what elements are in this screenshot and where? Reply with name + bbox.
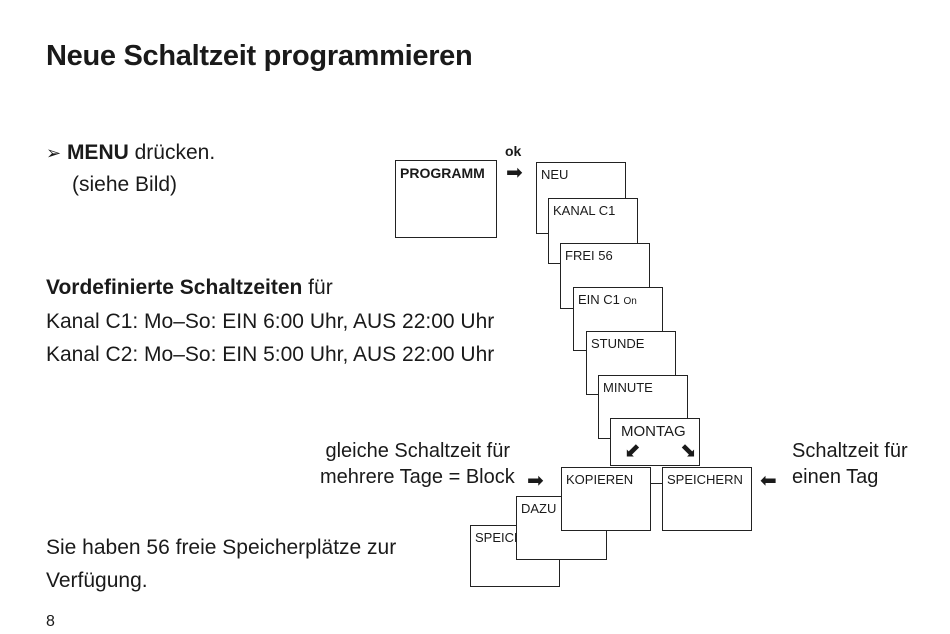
memory-line-1: Sie haben 56 freie Speicherplätze zur [46,536,397,559]
box-montag-label: MONTAG [621,423,686,440]
menu-key-label: MENU [66,141,129,164]
step-line: ➢ MENU drücken. [46,137,215,169]
box-speichern-right: SPEICHERN [662,467,752,531]
arrow-down-left-icon: ⬋ [624,440,641,462]
box-kanal-label: KANAL C1 [553,203,616,218]
box-minute: MINUTE [598,375,688,439]
step-text: drücken. [128,141,216,164]
arrow-down-right-icon: ⬊ [680,440,697,462]
box-kopieren: KOPIEREN [561,467,651,531]
box-speichern-right-label: SPEICHERN [667,472,743,487]
box-programm: PROGRAMM [395,160,497,238]
arrow-right-icon: ➡ [506,162,523,184]
left-note-line-2: mehrere Tage = Block [320,466,515,488]
box-ein-label: EIN C1 [578,292,620,307]
box-frei-label: FREI 56 [565,248,613,263]
ok-label: ok [505,143,522,159]
arrow-right-icon: ➡ [527,470,544,492]
right-note-line-1: Schaltzeit für [792,440,908,462]
box-stunde-label: STUNDE [591,336,645,351]
predefined-line-c1: Kanal C1: Mo–So: EIN 6:00 Uhr, AUS 22:00… [46,310,495,333]
predefined-heading: Vordefinierte Schaltzeiten für [46,272,333,304]
arrow-left-icon: ⬅ [760,470,777,492]
box-montag: MONTAG [610,418,700,466]
predefined-heading-rest: für [302,276,333,299]
step-note: (siehe Bild) [72,173,178,196]
box-neu-label: NEU [541,167,569,182]
box-ein-suffix: On [623,296,637,307]
page-number: 8 [46,613,55,630]
box-programm-label: PROGRAMM [400,165,485,181]
connector-line [651,483,663,484]
right-note-line-2: einen Tag [792,466,879,488]
predefined-line-c2: Kanal C2: Mo–So: EIN 5:00 Uhr, AUS 22:00… [46,343,495,366]
bullet-arrow-icon: ➢ [46,143,62,163]
left-note-line-1: gleiche Schaltzeit für [325,440,510,462]
predefined-heading-bold: Vordefinierte Schaltzeiten [46,276,303,299]
box-minute-label: MINUTE [603,380,653,395]
memory-line-2: Verfügung. [46,569,148,592]
page-title: Neue Schaltzeit programmieren [46,40,473,72]
box-kopieren-label: KOPIEREN [566,472,634,487]
